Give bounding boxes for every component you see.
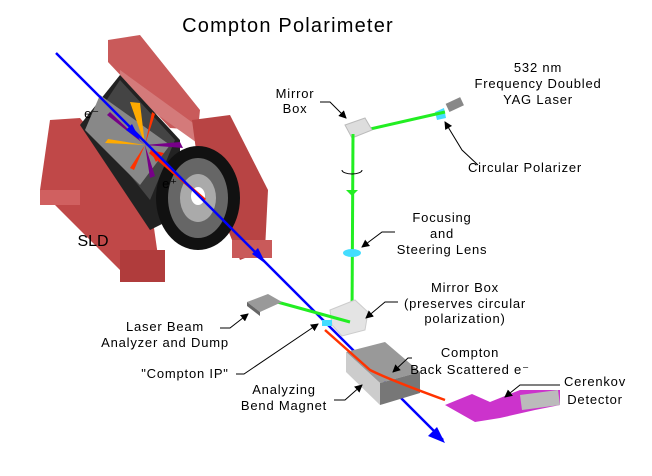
svg-text:Bend Magnet: Bend Magnet xyxy=(241,398,327,413)
svg-text:532 nm: 532 nm xyxy=(514,60,562,75)
svg-text:Focusing: Focusing xyxy=(412,210,471,225)
svg-text:Detector: Detector xyxy=(567,392,623,407)
circular-polarizer-label: Circular Polarizer xyxy=(444,121,582,175)
svg-text:(preserves circular: (preserves circular xyxy=(404,296,526,311)
mirror-box-top xyxy=(344,117,373,139)
sld-detector xyxy=(40,35,272,282)
svg-text:Frequency Doubled: Frequency Doubled xyxy=(474,76,601,91)
yag-laser xyxy=(445,97,464,113)
focusing-lens xyxy=(343,249,361,257)
bend-magnet-label: Analyzing Bend Magnet xyxy=(241,382,363,413)
focusing-lens-label: Focusing and Steering Lens xyxy=(361,210,488,257)
svg-text:Analyzing: Analyzing xyxy=(252,382,316,397)
compton-ip-label: "Compton IP" xyxy=(141,323,319,381)
diagram-title: Compton Polarimeter xyxy=(182,15,394,37)
svg-text:Box: Box xyxy=(283,101,308,116)
svg-text:Steering Lens: Steering Lens xyxy=(397,242,488,257)
mirror-box-top-label: Mirror Box xyxy=(276,86,347,119)
electron-label: e⁻ xyxy=(84,106,100,121)
svg-text:"Compton IP": "Compton IP" xyxy=(141,366,228,381)
svg-text:and: and xyxy=(430,226,454,241)
svg-text:Laser Beam: Laser Beam xyxy=(126,319,204,334)
laser-path xyxy=(247,97,464,337)
sld-label: SLD xyxy=(77,233,108,250)
laser-label: 532 nm Frequency Doubled YAG Laser xyxy=(474,60,601,107)
svg-text:Mirror Box: Mirror Box xyxy=(431,280,499,295)
bend-magnet xyxy=(346,342,420,405)
positron-label: e⁺ xyxy=(162,176,178,191)
svg-text:polarization): polarization) xyxy=(424,311,505,326)
svg-text:YAG Laser: YAG Laser xyxy=(503,92,573,107)
laser-beam-dump xyxy=(247,294,282,312)
backscattered-electron-path xyxy=(324,329,446,402)
cerenkov-detector xyxy=(445,390,560,422)
svg-text:Compton: Compton xyxy=(441,345,499,360)
svg-text:Mirror: Mirror xyxy=(276,86,315,101)
mirror-box-bottom-label: Mirror Box (preserves circular polarizat… xyxy=(365,280,526,326)
svg-text:Back Scattered e⁻: Back Scattered e⁻ xyxy=(410,362,529,377)
svg-text:Analyzer and Dump: Analyzer and Dump xyxy=(101,335,229,350)
laser-dump-label: Laser Beam Analyzer and Dump xyxy=(101,313,249,350)
cerenkov-label: Cerenkov Detector xyxy=(504,374,626,407)
svg-text:Circular Polarizer: Circular Polarizer xyxy=(468,160,582,175)
svg-text:Cerenkov: Cerenkov xyxy=(564,374,626,389)
backscattered-label: Compton Back Scattered e⁻ xyxy=(392,345,529,377)
